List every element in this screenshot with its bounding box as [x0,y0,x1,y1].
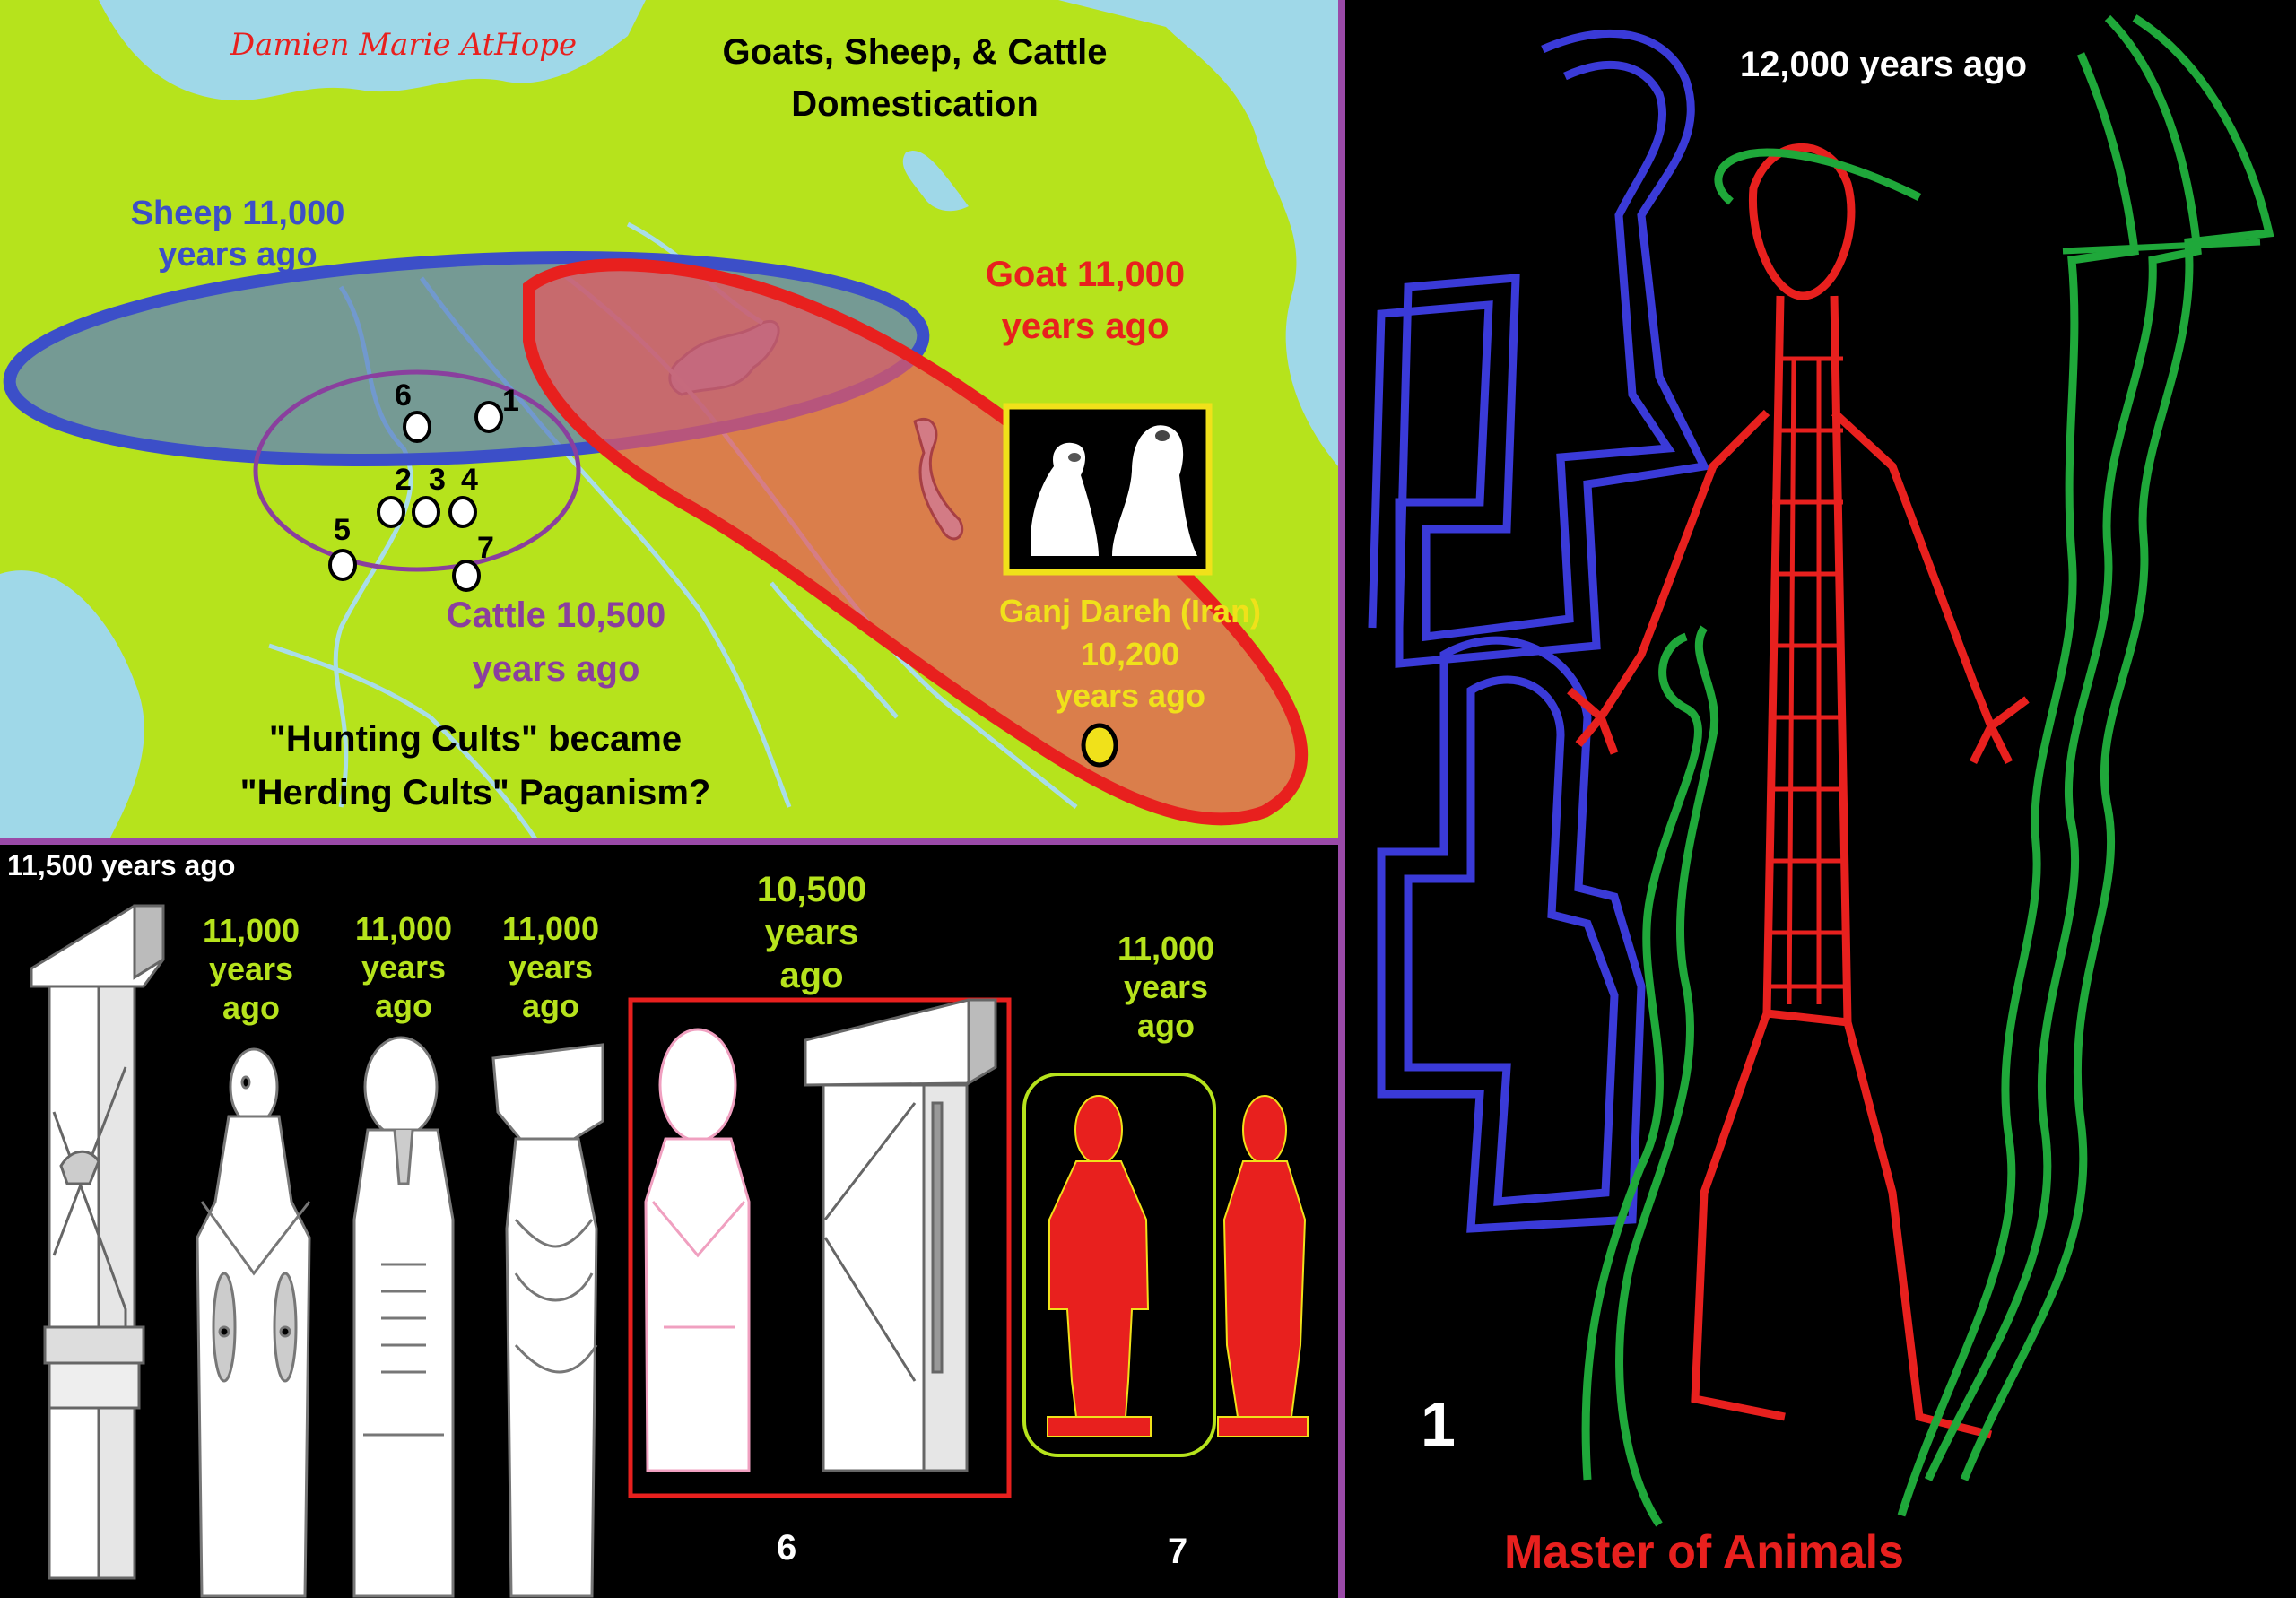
author-credit: Damien Marie AtHope [230,27,578,63]
cattle-region [253,369,581,572]
site-label-7: 7 [477,531,494,565]
fig5-age-line2: years [508,949,594,986]
site-marker-5 [328,549,357,581]
fig4-age-line3: ago [374,987,432,1025]
fig6-age-line3: ago [779,956,844,995]
site-markers: 6 1 2 3 4 5 7 [328,378,1118,768]
blue-creature [1368,29,1710,1233]
sea-west [0,570,144,843]
panel-title: Master of Animals [1504,1526,1904,1578]
figure-number-6: 6 [777,1528,797,1568]
fig6-age-line1: 10,500 [756,870,867,909]
green-snakes [1581,14,2274,1527]
fig5-age: 11,000 years ago [479,909,622,1026]
ganj-label-line1: Ganj Dareh (Iran) [998,593,1262,630]
fig5-age-line1: 11,000 [501,910,600,947]
goat-label-line2: years ago [1001,307,1170,346]
cattle-label-line2: years ago [472,649,640,689]
figure-number-7: 7 [1168,1532,1188,1571]
map-graphic: 6 1 2 3 4 5 7 [0,0,1338,845]
site-marker-1 [474,401,503,433]
statue-figure-5 [491,1043,604,1598]
fig6-age: 10,500 years ago [709,868,915,997]
panel-number: 1 [1421,1389,1456,1459]
fig3-age-line1: 11,000 [202,912,300,949]
figure-number-5: 5 [554,1528,575,1568]
vertical-divider [1338,0,1345,1598]
red-statue-figure-7-right [1217,1095,1309,1437]
master-of-animals-panel: 12,000 years ago 1 Master of Animals [1345,0,2296,1598]
site-marker-2 [377,496,405,528]
sheep-label-line2: years ago [158,236,317,274]
map-title-line1: Goats, Sheep, & Cattle [722,32,1108,72]
site-label-5: 5 [334,513,351,547]
panel-age: 12,000 years ago [1739,45,2028,84]
site-label-2: 2 [395,463,412,497]
site-label-3: 3 [429,463,446,497]
clay-figurine-left [1031,442,1099,556]
horizontal-divider [0,838,1345,845]
figure-number-4: 4 [400,1532,421,1571]
fig2-age: 11,500 years ago [7,849,236,882]
site-marker-ganj-dareh [1081,723,1118,768]
fig3-age-line3: ago [222,989,280,1027]
pink-statue-figure-6 [644,1028,751,1472]
domestication-map: 6 1 2 3 4 5 7 Damien Marie AtHope Goats,… [0,0,1338,845]
fig6-frame [628,997,1012,1498]
fig7-frame [1022,1073,1216,1457]
site-label-6: 6 [395,378,412,413]
fig7-age-line3: ago [1136,1007,1195,1045]
fig7-age-line1: 11,000 [1117,930,1215,967]
statue-figure-3 [196,1047,311,1598]
site-marker-3 [412,496,440,528]
red-statue-figure-7-left [1047,1095,1152,1437]
goat-region [523,258,1309,826]
fig4-age-line2: years [361,949,447,986]
caption-line2: "Herding Cults" Paganism? [239,773,711,812]
t-pillar-figure-2 [30,904,165,1580]
figures-panel: 11,500 years ago 11,000 years ago 11,000… [0,843,1338,1598]
fig7-age-line2: years [1123,968,1209,1006]
figure-number-3: 3 [240,1532,261,1571]
figure-number-2: 2 [70,1532,91,1571]
ganj-dareh-inset [1003,403,1213,576]
ganj-label-line3: years ago [1054,677,1206,714]
clay-figurine-right [1112,425,1197,556]
t-pillar-figure-6 [804,998,997,1472]
goat-label-line1: Goat 11,000 [985,255,1186,294]
statue-figure-4 [352,1036,455,1598]
map-title-line2: Domestication [791,84,1039,124]
fig5-age-line3: ago [521,987,579,1025]
site-marker-4 [448,496,477,528]
figures-graphic [30,904,1309,1598]
sea-east [1058,0,1338,466]
fig3-age: 11,000 years ago [179,911,323,1028]
fig7-age: 11,000 years ago [1094,929,1238,1046]
site-label-4: 4 [461,463,478,497]
fig4-age: 11,000 years ago [332,909,475,1026]
caption-line1: "Hunting Cults" became [268,719,683,759]
lake-north [902,151,969,212]
fig6-age-line2: years [764,913,859,952]
site-label-1: 1 [502,384,519,418]
site-marker-6 [403,411,431,443]
sea-north [99,0,646,101]
petroglyph-graphic [1368,14,2274,1527]
site-marker-7 [452,560,481,592]
cattle-label-line1: Cattle 10,500 [446,595,666,635]
fig3-age-line2: years [208,951,294,988]
fig4-age-line1: 11,000 [354,910,453,947]
ganj-label-line2: 10,200 [1080,636,1180,673]
sheep-label-line1: Sheep 11,000 [130,195,345,232]
